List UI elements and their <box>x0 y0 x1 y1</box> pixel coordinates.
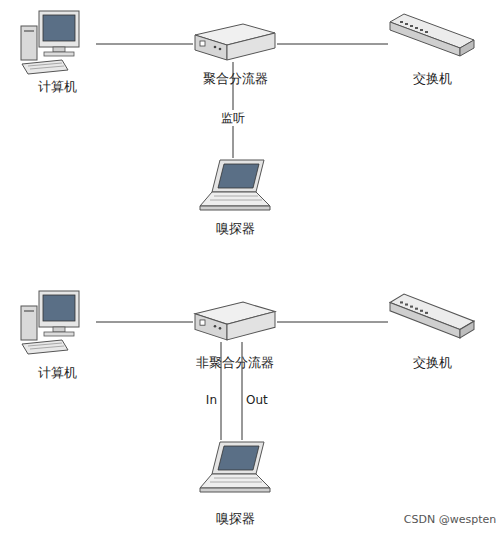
network-cable <box>277 44 388 45</box>
sniffer-laptop-icon <box>198 158 272 216</box>
edge-label: In <box>206 393 217 407</box>
computer-icon-icon <box>18 288 96 356</box>
network-tap-icon <box>193 300 277 342</box>
sniffer-laptop: 嗅探器 <box>198 440 272 498</box>
edge-label: 监听 <box>220 110 246 126</box>
network-tap: 非聚合分流器 <box>193 300 277 342</box>
node-label: 计算机 <box>38 364 77 382</box>
network-switch: 交换机 <box>388 12 476 58</box>
network-cable <box>96 322 193 323</box>
sniffer-laptop-icon <box>198 440 272 498</box>
node-label: 嗅探器 <box>216 510 255 528</box>
node-label: 非聚合分流器 <box>196 354 274 372</box>
node-label: 交换机 <box>413 354 452 372</box>
node-label: 计算机 <box>38 78 77 96</box>
network-tap-icon <box>193 22 277 62</box>
network-tap: 聚合分流器 <box>193 22 277 62</box>
watermark: CSDN @wespten <box>404 513 496 526</box>
node-label: 聚合分流器 <box>203 70 268 88</box>
edge-label: Out <box>246 393 268 407</box>
network-switch: 交换机 <box>388 292 476 340</box>
computer-icon: 计算机 <box>18 288 96 356</box>
node-label: 交换机 <box>413 70 452 88</box>
network-cable <box>277 322 388 323</box>
network-cable <box>96 44 193 45</box>
node-label: 嗅探器 <box>216 220 255 238</box>
computer-icon-icon <box>18 8 96 76</box>
sniffer-laptop: 嗅探器 <box>198 158 272 216</box>
network-switch-icon <box>388 12 476 58</box>
computer-icon: 计算机 <box>18 8 96 76</box>
network-switch-icon <box>388 292 476 340</box>
